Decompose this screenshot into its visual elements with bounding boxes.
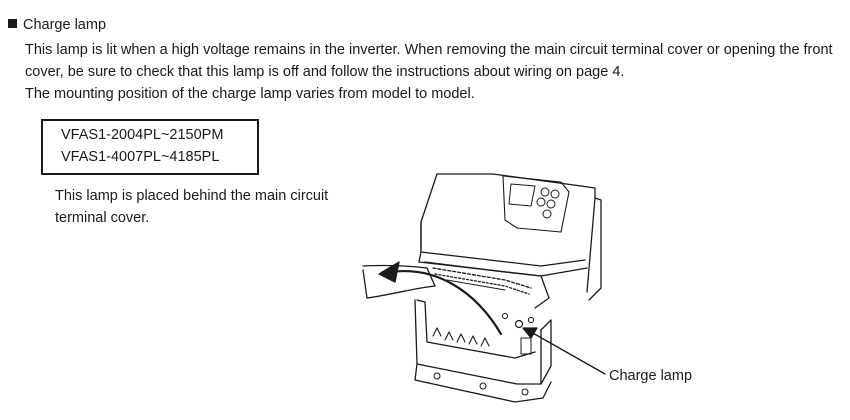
keypad-button-icon [536, 197, 546, 207]
terminal-screw-icon [501, 312, 509, 320]
square-bullet-icon [8, 19, 17, 28]
mounting-hole-icon [433, 372, 441, 380]
cover-swing-arrow [389, 270, 503, 336]
front-cover-edge [420, 221, 586, 267]
placement-line: terminal cover. [55, 209, 150, 226]
terminal-screw-icon [527, 316, 535, 324]
inverter-lower-side [540, 319, 552, 385]
inverter-illustration [362, 173, 606, 403]
mounting-note: The mounting position of the charge lamp… [25, 86, 475, 102]
inverter-upper-body [436, 173, 596, 293]
inverter-lower-housing [414, 299, 542, 385]
keypad-button-icon [540, 187, 550, 197]
terminal-cover-open [362, 264, 436, 299]
inverter-lower-front [416, 299, 536, 359]
description-paragraph: This lamp is lit when a high voltage rem… [25, 39, 847, 105]
cable-gland-row [432, 327, 490, 347]
arrowhead-icon [378, 261, 400, 283]
inverter-left-edge [420, 173, 438, 251]
keypad-button-icon [550, 189, 560, 199]
model-item: VFAS1-4007PL~4185PL [61, 148, 220, 165]
terminal-strip [446, 279, 506, 291]
description-text: This lamp is lit when a high voltage rem… [25, 42, 833, 80]
section-heading: Charge lamp [8, 15, 106, 35]
model-list-box: VFAS1-2004PL~2150PM VFAS1-4007PL~4185PL [41, 119, 259, 175]
charge-lamp-callout: Charge lamp [609, 368, 693, 384]
inverter-right-side [588, 197, 602, 301]
callout-arrowhead-icon [522, 327, 538, 339]
side-slot [520, 337, 532, 355]
callout-leader-line [530, 331, 606, 375]
keypad-button-icon [542, 209, 552, 219]
placement-note: This lamp is placed behind the main circ… [55, 186, 328, 229]
mounting-hole-icon [521, 388, 529, 396]
section-heading-text: Charge lamp [23, 17, 107, 33]
keypad-button-icon [546, 199, 556, 209]
placement-line: This lamp is placed behind the main circ… [55, 188, 329, 204]
keypad-panel [502, 175, 570, 233]
terminal-cover-open-inner [362, 269, 368, 299]
terminal-compartment [424, 261, 550, 309]
terminal-strip [432, 267, 532, 289]
terminal-strip [434, 273, 530, 295]
charge-lamp-icon [514, 319, 524, 329]
mounting-hole-icon [479, 382, 487, 390]
model-item: VFAS1-2004PL~2150PM [61, 127, 224, 143]
inverter-lower-base [414, 363, 552, 403]
keypad-display [508, 183, 536, 207]
